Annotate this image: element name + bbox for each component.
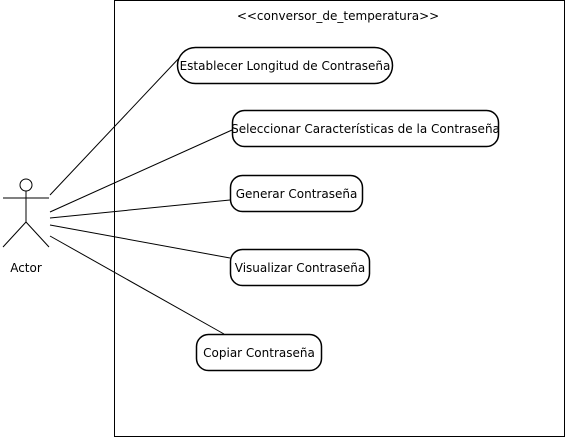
use-case-label: Visualizar Contraseña [235, 261, 365, 275]
system-boundary [114, 0, 565, 437]
use-case-label: Generar Contraseña [236, 187, 358, 201]
actor-figure [2, 178, 50, 248]
association-copiar [49, 235, 225, 335]
actor-name: Actor [10, 261, 42, 275]
association-visualizar [49, 224, 231, 259]
use-case-label: Establecer Longitud de Contraseña [180, 59, 391, 73]
actor-left-leg [2, 221, 27, 248]
association-generar [49, 199, 231, 219]
system-title: <<conversor_de_temperatura>> [237, 9, 439, 23]
use-case-visualizar[interactable]: Visualizar Contraseña [229, 248, 371, 287]
use-case-seleccionar[interactable]: Seleccionar Características de la Contra… [231, 109, 500, 148]
use-case-copiar[interactable]: Copiar Contraseña [195, 333, 323, 372]
use-case-label: Copiar Contraseña [203, 346, 315, 360]
association-seleccionar [49, 129, 233, 213]
association-establecer [49, 55, 182, 196]
use-case-generar[interactable]: Generar Contraseña [229, 174, 364, 213]
use-case-establecer[interactable]: Establecer Longitud de Contraseña [176, 46, 394, 85]
actor-right-leg [25, 221, 50, 248]
associations [49, 55, 233, 335]
actor-head [19, 178, 33, 192]
use-case-label: Seleccionar Características de la Contra… [231, 122, 500, 136]
